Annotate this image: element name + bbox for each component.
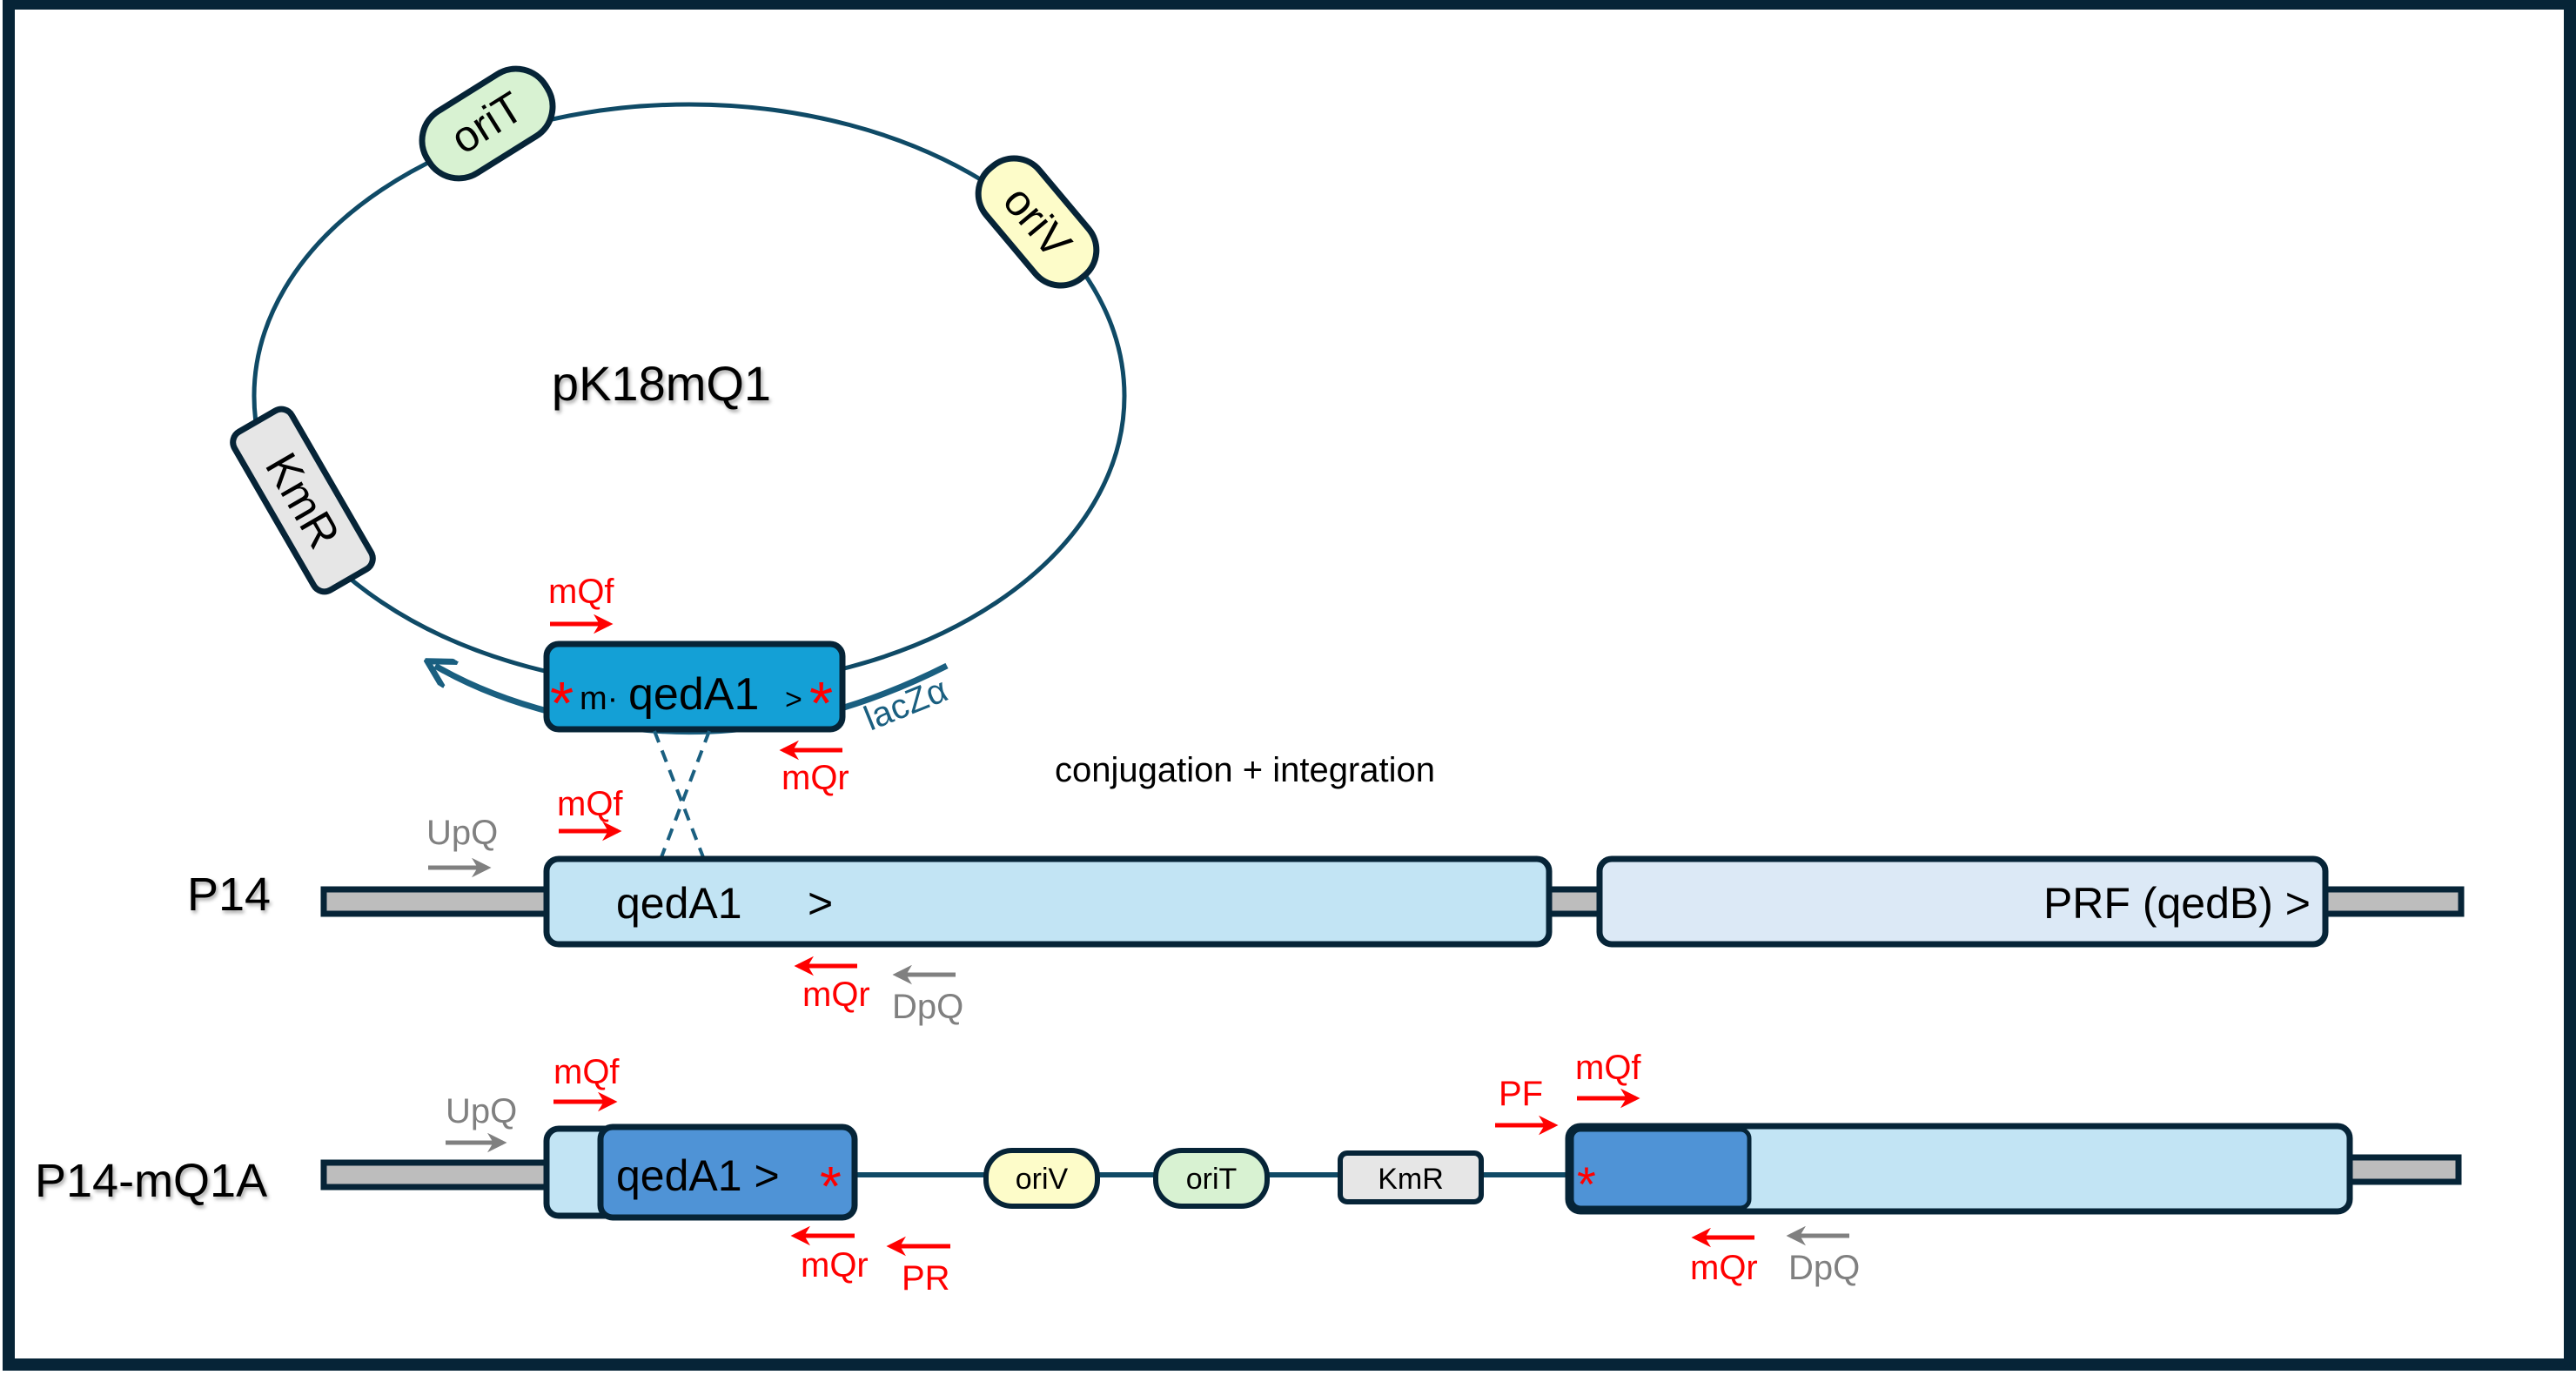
p14-mq1a-locus: P14-mQ1A qedA1 > * oriV oriT KmR * UpQ m… [35, 1049, 2462, 1298]
plasmid-primer-mQf-label: mQf [548, 573, 614, 611]
p14-primer-mQf-label: mQf [557, 785, 623, 823]
p14-mq1a-primer-mQf-2-label: mQf [1575, 1049, 1641, 1087]
insert-direction: > [785, 683, 802, 716]
p14-mq1a-oriT-label: oriT [1186, 1163, 1238, 1196]
p14-mq1a-primer-UpQ-label: UpQ [446, 1092, 517, 1130]
p14-mq1a-KmR-label: KmR [1378, 1163, 1444, 1196]
p14-mq1a-gene-qedA1 [597, 1123, 858, 1221]
plasmid-oriV-feature: oriV [975, 155, 1100, 289]
plasmid-KmR-feature: KmR [230, 406, 376, 595]
p14-gene-qedA1 [543, 855, 1553, 948]
p14-mq1a-stop-left: * [820, 1155, 842, 1217]
plasmid-map: pK18mQ1 oriT oriV KmR lacZα * m· qedA1 >… [230, 65, 1127, 858]
plasmid-primer-mQr-label: mQr [782, 759, 849, 797]
plasmid-oriT-feature: oriT [419, 65, 556, 182]
insert-stop-right: * [809, 669, 833, 737]
p14-mq1a-primer-mQr-2: mQr [1690, 1227, 1758, 1287]
insert-prefix: m· [580, 681, 618, 717]
p14-primer-UpQ-label: UpQ [426, 814, 498, 852]
p14-gene-PRF-qedB [1596, 855, 2329, 948]
p14-mq1a-primer-UpQ: UpQ [446, 1092, 517, 1153]
p14-primer-mQf: mQf [557, 785, 623, 842]
p14-mq1a-gene-qedA1-label: qedA1 > [616, 1151, 780, 1200]
p14-mq1a-gene-right [1565, 1123, 2353, 1215]
p14-mq1a-primer-PF-label: PF [1499, 1075, 1543, 1113]
p14-mq1a-primer-mQf-1-label: mQf [553, 1053, 620, 1091]
insert-gene-label: qedA1 [628, 669, 759, 720]
p14-mq1a-primer-mQr-2-label: mQr [1690, 1249, 1758, 1287]
p14-primer-DpQ: DpQ [892, 964, 963, 1026]
p14-primer-mQr-label: mQr [802, 976, 870, 1014]
plasmid-primer-mQf: mQf [548, 573, 614, 634]
plasmid-name: pK18mQ1 [552, 356, 771, 411]
outer-frame [3, 0, 2576, 1371]
p14-mq1a-KmR-feature: KmR [1338, 1150, 1484, 1204]
p14-gene-qedA1-dir: > [808, 879, 833, 928]
p14-gene-qedA1-label: qedA1 [616, 879, 742, 928]
p14-mq1a-primer-mQr-1-label: mQr [801, 1246, 869, 1284]
p14-mq1a-oriT-feature: oriT [1153, 1148, 1270, 1209]
lacZ-label: lacZα [859, 671, 953, 739]
plasmid-primer-mQr: mQr [779, 740, 849, 797]
p14-mq1a-primer-mQf-1: mQf [553, 1053, 620, 1112]
p14-mq1a-right-flank [2342, 1154, 2462, 1185]
p14-gene-PRF-label: PRF (qedB) > [2043, 879, 2311, 928]
insert-stop-left: * [550, 669, 574, 737]
process-label: conjugation + integration [1055, 751, 1435, 789]
p14-mq1a-oriV-label: oriV [1016, 1163, 1069, 1196]
p14-mq1a-primer-mQr-1: mQr [790, 1225, 869, 1284]
crossover-line-2 [660, 730, 711, 858]
plasmid-insert-qedA1: * m· qedA1 > * [543, 641, 846, 737]
p14-locus: P14 qedA1 > PRF (qedB) > UpQ mQf mQr DpQ [187, 785, 2465, 1026]
p14-mq1a-primer-DpQ-label: DpQ [1788, 1249, 1860, 1287]
p14-mq1a-primer-PF: PF [1495, 1075, 1559, 1136]
p14-mq1a-name: P14-mQ1A [35, 1155, 267, 1207]
p14-mq1a-stop-right: * [1577, 1157, 1596, 1211]
p14-mid-flank [1544, 886, 1605, 917]
p14-name: P14 [187, 869, 271, 921]
p14-primer-UpQ: UpQ [426, 814, 498, 878]
p14-mq1a-primer-PR-label: PR [902, 1259, 950, 1298]
p14-primer-DpQ-label: DpQ [892, 988, 963, 1026]
p14-mq1a-gene-right-5prime [1569, 1127, 1752, 1211]
p14-mq1a-oriV-feature: oriV [983, 1148, 1100, 1209]
p14-mq1a-primer-PR: PR [886, 1236, 950, 1298]
p14-left-flank [320, 886, 553, 917]
p14-right-flank [2320, 886, 2465, 917]
p14-mq1a-left-flank [320, 1159, 553, 1191]
crossover-line-1 [653, 730, 705, 858]
p14-mq1a-primer-DpQ: DpQ [1786, 1225, 1860, 1287]
p14-mq1a-primer-mQf-2: mQf [1575, 1049, 1641, 1109]
p14-primer-mQr: mQr [794, 956, 870, 1014]
